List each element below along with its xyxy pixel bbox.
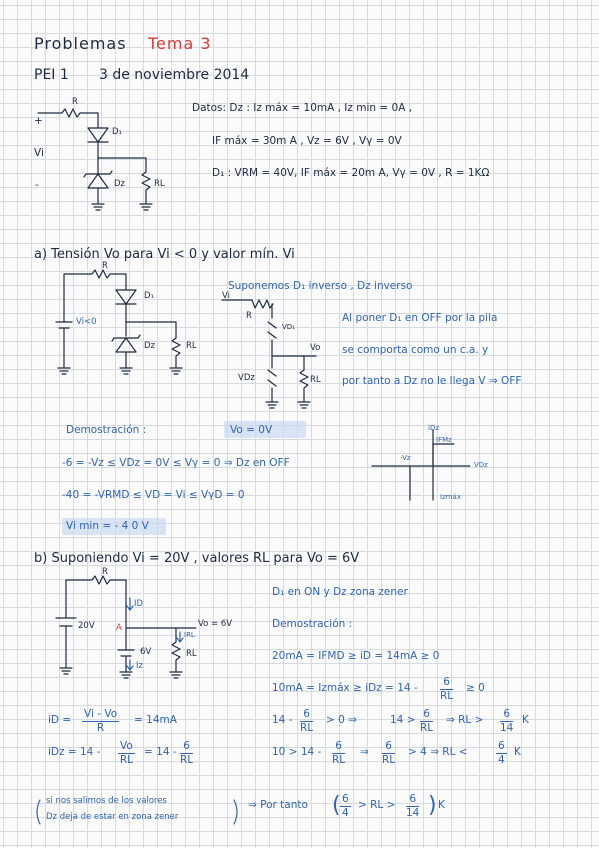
ca2-VDz: VDz: [238, 373, 255, 383]
b-left-2a: iDz = 14 -: [48, 746, 101, 758]
b-left-2b: = 14 -: [144, 746, 177, 758]
graph-negVz: -Vz: [400, 454, 411, 462]
conclusion-text: ⇒ Por tanto: [248, 799, 308, 811]
ca-Dz: Dz: [144, 341, 156, 351]
cb-node-A: A: [116, 623, 122, 633]
ca2-Vo: Vo: [310, 343, 321, 353]
b-right-4a: 10mA = Izmáx ≥ iDz = 14 -: [272, 682, 418, 694]
ca-R: R: [102, 261, 108, 271]
graph-iDz: iDz: [428, 424, 440, 432]
b-right-1: D₁ en ON y Dz zona zener: [272, 586, 408, 598]
b-mid-1d: ⇒ RL >: [446, 714, 484, 726]
ca-RL: RL: [186, 341, 197, 351]
cb-source: 20V: [78, 621, 95, 631]
graph-VDz: VDz: [474, 461, 488, 469]
b-right-3: 20mA = IFMD ≥ iD = 14mA ≥ 0: [272, 650, 440, 662]
b-left-1b: = 14mA: [134, 714, 177, 726]
datos-line-2: IF máx = 30m A , Vz = 6V , Vγ = 0V: [212, 135, 402, 147]
c1-R-label: R: [72, 97, 78, 107]
c1-RL: RL: [154, 179, 165, 189]
explain-line-2: Al poner D₁ en OFF por la pila: [342, 312, 498, 324]
note-line-1: si nos salimos de los valores: [46, 796, 167, 806]
datos-line-3: D₁ : VRM = 40V, IF máx = 20m A, Vγ = 0V …: [212, 167, 490, 179]
exam-date: 3 de noviembre 2014: [99, 67, 250, 83]
page-title: Problemas: [34, 34, 127, 53]
ineq-1: -6 = -Vz ≤ VDz = 0V ≤ Vγ = 0 ⇒ Dz en OFF: [62, 457, 290, 469]
b-right-4b: ≥ 0: [466, 682, 485, 694]
conclusion-paren-close: ): [428, 793, 437, 818]
c1-Vi: Vi: [34, 147, 44, 159]
b-left-1a: iD =: [48, 714, 72, 726]
graph-Izmax: Izmáx: [440, 493, 461, 501]
c1-Dz: Dz: [114, 179, 126, 189]
b-mid-2d: K: [514, 746, 521, 758]
cb-R: R: [102, 567, 108, 577]
conclusion-mid: > RL >: [358, 799, 396, 811]
graph-IFMz: IFMz: [436, 436, 452, 444]
c1-plus: +: [34, 115, 43, 127]
conclusion-paren-open: (: [332, 793, 341, 818]
explain-line-1: Suponemos D₁ inverso , Dz inverso: [228, 280, 413, 292]
b-mid-1c: 14 >: [390, 714, 416, 726]
part-b-heading: b) Suponiendo Vi = 20V , valores RL para…: [34, 551, 360, 566]
ca2-Vi: Vi: [222, 291, 230, 301]
cb-Vo: Vo = 6V: [198, 619, 233, 629]
note-line-2: Dz deja de estar en zona zener: [46, 812, 179, 822]
cb-ID: ID: [134, 599, 144, 609]
c1-D1: D₁: [112, 127, 122, 137]
cb-Iz: Iz: [136, 661, 143, 671]
cb-IRL: IRL: [184, 631, 195, 639]
ca-D1: D₁: [144, 291, 154, 301]
datos-line-1: Datos: Dz : Iz máx = 10mA , Iz min = 0A …: [192, 102, 413, 114]
vo-result: Vo = 0V: [230, 424, 273, 436]
b-mid-1a: 14 -: [272, 714, 293, 726]
part-a-heading: a) Tensión Vo para Vi < 0 y valor mín. V…: [34, 247, 295, 262]
explain-line-3: se comporta como un c.a. y: [342, 344, 489, 356]
vi-min: Vi min = - 4 0 V: [66, 520, 149, 532]
cb-6V: 6V: [140, 647, 152, 657]
ca2-VD1: VD₁: [282, 323, 295, 331]
ca2-RL: RL: [310, 375, 321, 385]
b-mid-2a: 10 > 14 -: [272, 746, 322, 758]
topic-title: Tema 3: [148, 34, 212, 53]
b-mid-1b: > 0 ⇒: [326, 714, 357, 726]
b-mid-2c: > 4 ⇒ RL <: [408, 746, 468, 758]
cb-RL: RL: [186, 649, 197, 659]
conclusion-unit: K: [438, 799, 445, 811]
exam-label: PEI 1: [34, 67, 69, 83]
b-mid-2b: ⇒: [360, 746, 369, 758]
ca-source: Vi<0: [76, 317, 97, 327]
c1-minus: -: [35, 179, 39, 191]
ineq-2: -40 = -VRMD ≤ VD = Vi ≤ VγD = 0: [62, 489, 245, 501]
ca2-R: R: [246, 311, 252, 321]
explain-line-4: por tanto a Dz no le llega V ⇒ OFF: [342, 375, 522, 387]
b-right-2: Demostración :: [272, 618, 353, 630]
b-mid-1e: K: [522, 714, 529, 726]
demo-label-a: Demostración :: [66, 424, 147, 436]
